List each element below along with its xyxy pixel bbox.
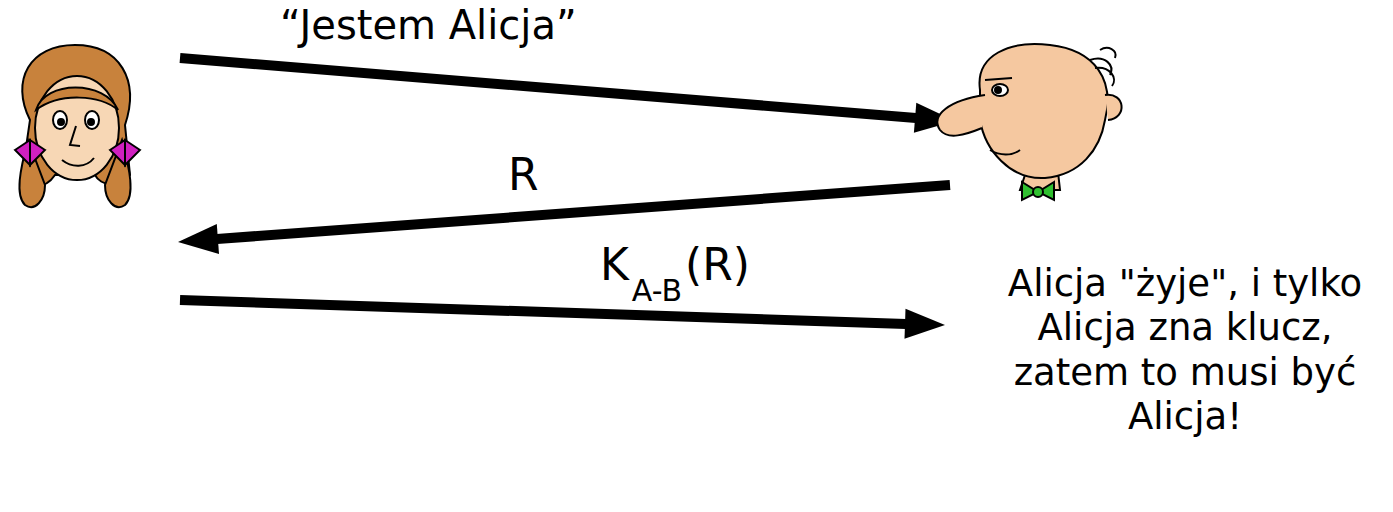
message-arrow: [180, 300, 945, 339]
arrow-line: [217, 185, 950, 239]
alice-figure: [15, 45, 140, 207]
arrow-line: [180, 58, 916, 118]
message-label: (R): [685, 240, 750, 291]
arrow-head: [905, 309, 946, 339]
message-label: K: [600, 240, 629, 291]
arrow-head: [178, 224, 219, 254]
bob-figure: [937, 44, 1121, 200]
message-label: R: [508, 150, 539, 201]
subscript-label: A-B: [630, 274, 684, 309]
arrow-line: [180, 300, 906, 324]
message-arrow: [178, 185, 950, 254]
message-arrow: [180, 58, 955, 133]
note-text: Alicja "żyje", i tylko Alicja zna klucz,…: [985, 262, 1385, 440]
message-label: “Jestem Alicja”: [280, 2, 577, 48]
